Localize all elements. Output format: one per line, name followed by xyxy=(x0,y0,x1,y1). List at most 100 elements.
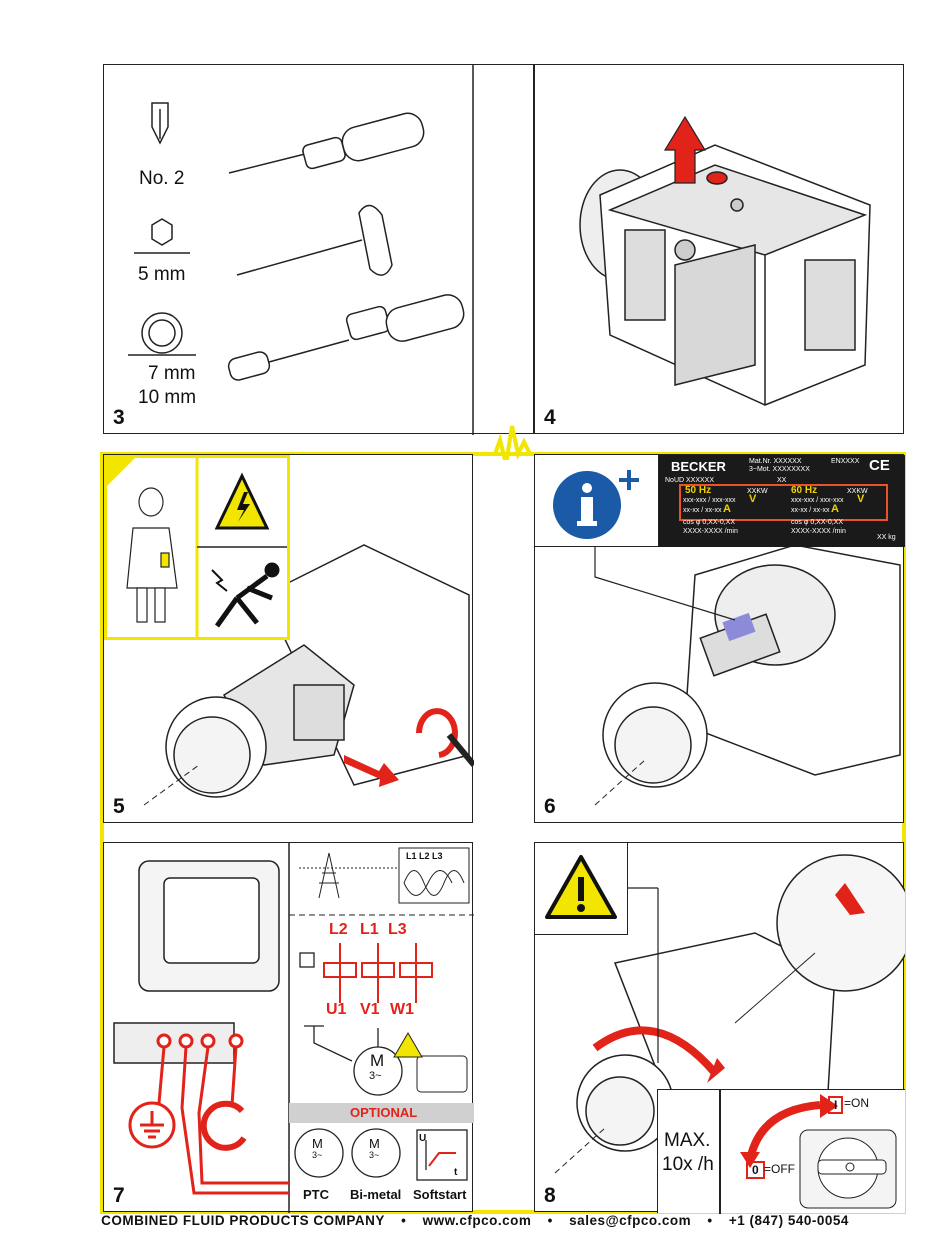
vertical-divider xyxy=(719,1090,721,1214)
ptc-motor-sub: 3~ xyxy=(312,1150,323,1160)
nameplate-a-50: A xyxy=(723,503,731,515)
step-number: 6 xyxy=(544,795,556,818)
nameplate-v-60: V xyxy=(857,493,865,505)
terminal-w1: W1 xyxy=(390,1001,414,1018)
nameplate-60hz: 60 Hz xyxy=(791,485,818,496)
socket-size-label-1: 7 mm xyxy=(148,363,196,384)
motor-disconnect-drawing xyxy=(143,544,474,806)
phase-legend: L1 L2 L3 xyxy=(406,851,443,861)
panel-step-7: L2 L1 L3 L1 L2 L3 U1 V1 W1 M 3~ OPTIONAL… xyxy=(103,842,474,1213)
nameplate-a-60: A xyxy=(831,503,839,515)
nameplate-amp-60: xx-xx / xx-xx xyxy=(791,507,830,514)
step-number: 7 xyxy=(113,1184,125,1207)
info-box xyxy=(535,455,659,547)
panel-step-4: 4 xyxy=(534,64,904,434)
rotate-arrow-icon xyxy=(416,708,458,758)
step-number: 3 xyxy=(113,406,125,429)
nameplate-mot: 3~Mot. XXXXXXXX xyxy=(749,466,810,473)
screwdriver-drawing xyxy=(228,112,425,174)
panel-step-3: No. 2 5 mm 7 mm 10 mm 3 xyxy=(103,64,534,435)
terminal-u1: U1 xyxy=(326,1001,347,1018)
ptc-label: PTC xyxy=(303,1187,329,1202)
nameplate-cos-60: cos φ 0,XX-0,XX xyxy=(791,519,844,526)
nameplate-50hz: 50 Hz xyxy=(685,485,712,496)
softstart-u: U xyxy=(419,1133,427,1144)
optional-bar xyxy=(289,1103,474,1123)
off-key: 0 xyxy=(746,1161,765,1179)
pump-drawing xyxy=(579,115,871,406)
nameplate-amp-50: xx-xx / xx-xx xyxy=(683,507,722,514)
nameplate-weight: XX kg xyxy=(877,534,896,541)
nameplate-xx: XX xyxy=(777,477,787,484)
max-label: MAX. xyxy=(664,1130,711,1151)
socket-size-label-2: 10 mm xyxy=(138,387,197,408)
terminal-v1: V1 xyxy=(360,1001,380,1018)
nameplate-highlight-box xyxy=(679,484,888,521)
nameplate-location-drawing xyxy=(594,544,901,806)
motor-symbol-sub: 3~ xyxy=(369,1070,382,1082)
phase-l3: L3 xyxy=(388,921,407,938)
step-number: 5 xyxy=(113,795,125,818)
nameplate-brand: BECKER xyxy=(671,459,726,474)
nameplate-rpm-50: XXXX-XXXX /min xyxy=(683,528,738,535)
sine-wave-box xyxy=(398,847,470,904)
step-number: 4 xyxy=(544,406,556,429)
nameplate-v-50: V xyxy=(749,493,757,505)
warning-box xyxy=(104,455,290,640)
panel-step-5: 5 xyxy=(103,454,474,823)
nameplate-volt-50: xxx-xxx / xxx-xxx xyxy=(683,497,736,504)
warning-box xyxy=(535,843,628,935)
nameplate: BECKER Mat.Nr. XXXXXX 3~Mot. XXXXXXXX EN… xyxy=(659,455,905,547)
max-frequency-label: 10x /h xyxy=(662,1154,714,1175)
nameplate-ce: CE xyxy=(869,457,890,474)
switch-on-arrow-icon xyxy=(746,1101,821,1161)
footer: COMBINED FLUID PRODUCTS COMPANY • www.cf… xyxy=(0,1213,950,1228)
on-label: =ON xyxy=(844,1096,870,1110)
hex-icon xyxy=(134,218,190,254)
bimetal-label: Bi-metal xyxy=(350,1187,402,1202)
softstart-t: t xyxy=(454,1167,458,1178)
phase-l1: L1 xyxy=(360,921,379,938)
lift-arrow-icon xyxy=(663,115,707,184)
nameplate-highlight xyxy=(722,612,756,642)
nameplate-noud: NoUD XXXXXX xyxy=(665,477,715,484)
screwdriver-size-label: No. 2 xyxy=(139,168,185,189)
footer-separator: • xyxy=(707,1213,713,1228)
safety-frame xyxy=(100,452,906,1214)
remove-arrow-icon xyxy=(344,755,399,787)
tighten-arrow-icon xyxy=(200,1100,247,1151)
t-handle-key-drawing xyxy=(236,204,393,276)
motor-symbol-label: M xyxy=(370,1051,385,1070)
footer-company: COMBINED FLUID PRODUCTS COMPANY xyxy=(101,1213,385,1228)
terminal-box-drawing xyxy=(113,843,474,1213)
start-frequency-box: MAX. 10x /h I =ON 0 =OFF xyxy=(657,1089,905,1214)
rotation-direction-arrow-icon xyxy=(592,883,865,1083)
ground-icon xyxy=(128,1101,176,1149)
hex-size-label: 5 mm xyxy=(138,264,186,285)
nameplate-en: ENXXXX xyxy=(831,458,860,465)
off-label: =OFF xyxy=(764,1162,796,1176)
bimetal-motor-sub: 3~ xyxy=(369,1150,380,1160)
nameplate-kw-50: XXKW xyxy=(747,488,768,495)
power-grid-icon xyxy=(299,852,399,899)
nut-driver-drawing xyxy=(227,294,465,381)
info-plus-icon xyxy=(553,470,639,539)
contactor-symbol xyxy=(323,943,433,1003)
tools-illustration xyxy=(128,65,474,435)
on-key: I xyxy=(828,1096,844,1114)
panel-step-6: BECKER Mat.Nr. XXXXXX 3~Mot. XXXXXXXX EN… xyxy=(534,454,905,823)
main-switch-drawing xyxy=(740,1094,897,1209)
electrician-figure xyxy=(126,487,178,623)
electric-shock-icon xyxy=(211,562,280,628)
nameplate-volt-60: xxx-xxx / xxx-xxx xyxy=(791,497,844,504)
high-voltage-icon xyxy=(214,472,270,530)
panel-step-8: MAX. 10x /h I =ON 0 =OFF 8 xyxy=(534,842,905,1214)
phase-l2: L2 xyxy=(329,921,348,938)
caution-switch-icon xyxy=(393,1032,468,1093)
phillips-tip-icon xyxy=(151,102,169,145)
electrician-warning-graphic xyxy=(107,458,287,637)
footer-website-link[interactable]: www.cfpco.com xyxy=(422,1213,532,1228)
sine-wave xyxy=(403,870,465,896)
footer-email-link[interactable]: sales@cfpco.com xyxy=(569,1213,692,1228)
footer-separator: • xyxy=(401,1213,407,1228)
